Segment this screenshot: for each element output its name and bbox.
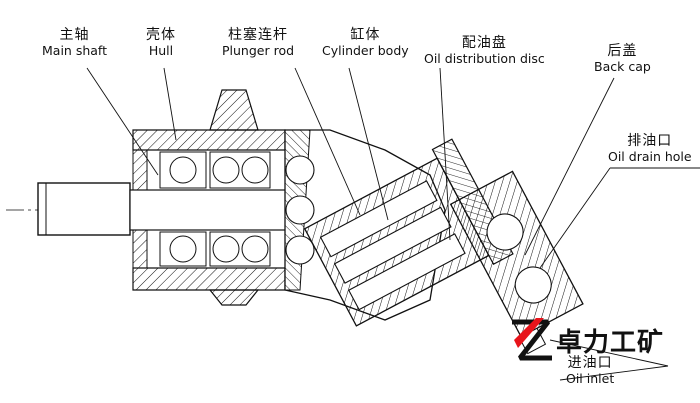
label-oil-drain-hole-en: Oil drain hole xyxy=(608,149,692,164)
label-oil-inlet-en: Oil inlet xyxy=(566,371,615,386)
label-back-cap-zh: 后盖 xyxy=(607,43,638,59)
label-cylinder-body-zh: 缸体 xyxy=(350,27,381,43)
label-plunger-rod-en: Plunger rod xyxy=(222,43,295,58)
zhuoli-logo-mark xyxy=(512,318,552,361)
label-oil-inlet: 进油口 Oil inlet xyxy=(566,355,615,387)
label-hull-zh: 壳体 xyxy=(146,27,176,43)
label-cylinder-body-en: Cylinder body xyxy=(322,43,409,58)
label-plunger-rod-zh: 柱塞连杆 xyxy=(228,27,289,43)
label-main-shaft: 主轴 Main shaft xyxy=(42,27,107,59)
leader-lines xyxy=(86,67,700,381)
label-cylinder-body: 缸体 Cylinder body xyxy=(322,27,409,59)
label-oil-distribution-disc: 配油盘 Oil distribution disc xyxy=(424,35,545,67)
label-hull-en: Hull xyxy=(148,43,174,58)
label-oil-inlet-zh: 进油口 xyxy=(567,355,613,371)
hull-part xyxy=(132,89,286,306)
main-shaft-part xyxy=(37,182,291,236)
back-cap-part xyxy=(449,170,584,355)
label-oil-distribution-disc-zh: 配油盘 xyxy=(461,35,507,51)
label-hull: 壳体 Hull xyxy=(146,27,176,59)
label-oil-drain-hole: 排油口 Oil drain hole xyxy=(608,133,692,165)
label-main-shaft-en: Main shaft xyxy=(42,43,107,58)
label-back-cap-en: Back cap xyxy=(594,59,651,74)
label-oil-drain-hole-zh: 排油口 xyxy=(627,133,673,149)
label-back-cap: 后盖 Back cap xyxy=(594,43,651,75)
label-plunger-rod: 柱塞连杆 Plunger rod xyxy=(222,27,295,59)
watermark-text: 卓力工矿 xyxy=(556,328,665,358)
label-main-shaft-zh: 主轴 xyxy=(59,27,90,43)
label-oil-distribution-disc-en: Oil distribution disc xyxy=(424,51,545,66)
